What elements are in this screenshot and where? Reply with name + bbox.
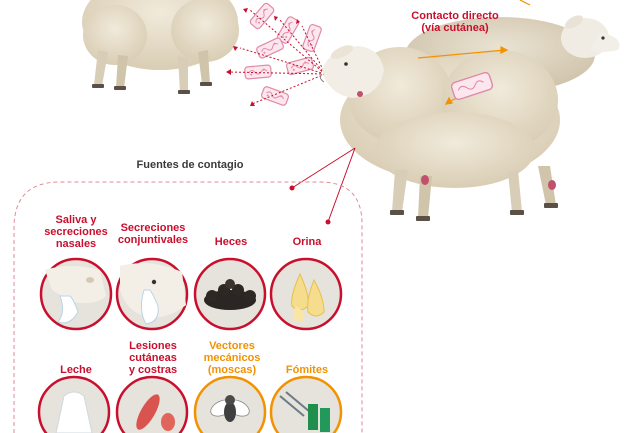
source-label-urine: Orina xyxy=(292,236,322,248)
contact-virus-icon xyxy=(450,71,494,101)
source-label-skin-lesions: Lesiones cutáneas y costras xyxy=(128,340,178,376)
virus-particles xyxy=(226,1,326,107)
source-label-milk: Leche xyxy=(60,364,92,376)
sheep-front xyxy=(319,45,560,221)
milk-icon xyxy=(37,375,111,433)
fly-icon xyxy=(193,375,267,433)
callout-lines xyxy=(291,147,356,223)
source-label-feces: Heces xyxy=(214,236,248,248)
contact-label: Contacto directo (vía cutánea) xyxy=(411,10,499,34)
urine-drops-icon xyxy=(269,257,343,331)
source-label-vectors: Vectores mecánicos (moscas) xyxy=(203,340,261,376)
source-circles xyxy=(37,257,343,433)
source-label-saliva: Saliva y secreciones nasales xyxy=(44,214,108,250)
fomites-tools-boots-icon xyxy=(269,375,343,433)
source-label-fomites: Fómites xyxy=(285,364,329,376)
sources-title: Fuentes de contagio xyxy=(136,159,244,171)
skin-lesions-icon xyxy=(115,375,189,433)
sheep-mouth-saliva-icon xyxy=(39,257,113,331)
sheep-eye-tears-icon xyxy=(115,257,189,331)
feces-icon xyxy=(193,257,267,331)
source-label-conjunctival: Secreciones conjuntivales xyxy=(117,222,189,246)
infected-sheep-left xyxy=(82,0,239,94)
sources-container xyxy=(13,181,363,433)
